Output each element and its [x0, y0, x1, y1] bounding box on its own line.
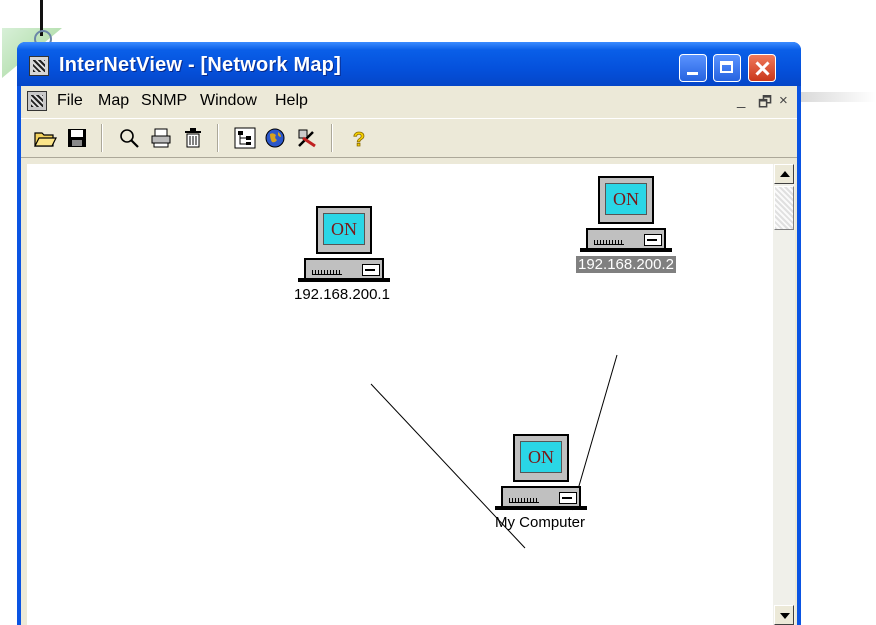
scroll-down-button[interactable]: [774, 605, 794, 625]
print-icon[interactable]: [149, 126, 173, 150]
svg-text:?: ?: [353, 129, 365, 150]
vertical-scrollbar[interactable]: [773, 164, 795, 625]
network-node[interactable]: ON My Computer: [495, 434, 595, 544]
node-status: ON: [323, 213, 365, 245]
menu-file[interactable]: File: [57, 92, 83, 109]
doc-close-button[interactable]: ×: [779, 92, 788, 109]
node-status: ON: [520, 441, 562, 473]
computer-case-icon: [586, 228, 666, 250]
search-icon[interactable]: [117, 126, 141, 150]
computer-case-icon: [501, 486, 581, 508]
node-status: ON: [605, 183, 647, 215]
menu-bar: File Map SNMP Window Help _ 🗗 ×: [21, 86, 797, 116]
network-node[interactable]: ON 192.168.200.2: [576, 176, 680, 286]
menu-help[interactable]: Help: [275, 92, 308, 109]
monitor-icon: ON: [513, 434, 569, 482]
save-icon[interactable]: [65, 126, 89, 150]
client-area: File Map SNMP Window Help _ 🗗 ×: [21, 86, 797, 625]
maximize-button[interactable]: [713, 54, 741, 82]
network-link: [571, 354, 618, 511]
map-tree-icon[interactable]: [233, 126, 257, 150]
open-folder-icon[interactable]: [33, 126, 57, 150]
window-title: InterNetView - [Network Map]: [59, 54, 341, 76]
connection-lines: [370, 354, 618, 549]
monitor-icon: ON: [316, 206, 372, 254]
app-icon[interactable]: [29, 56, 49, 76]
node-label: 192.168.200.1: [294, 286, 390, 303]
globe-icon[interactable]: [263, 126, 287, 150]
scroll-up-button[interactable]: [774, 164, 794, 184]
delete-icon[interactable]: [181, 126, 205, 150]
network-link: [370, 383, 526, 549]
monitor-icon: ON: [598, 176, 654, 224]
menu-snmp[interactable]: SNMP: [141, 92, 188, 109]
background-stripe: [800, 92, 876, 102]
toolbar-separator: [217, 124, 219, 152]
node-label: My Computer: [495, 514, 586, 531]
pin-line: [40, 0, 43, 36]
scroll-thumb[interactable]: [774, 186, 794, 230]
doc-minimize-button[interactable]: _: [737, 92, 746, 109]
minimize-button[interactable]: [679, 54, 707, 82]
network-node[interactable]: ON 192.168.200.1: [294, 206, 398, 316]
menu-window[interactable]: Window: [200, 92, 257, 109]
network-map-canvas[interactable]: ON 192.168.200.1 ON 192.168.200.2: [27, 164, 795, 625]
help-icon[interactable]: ?: [347, 126, 371, 152]
toolbar-separator: [331, 124, 333, 152]
tools-icon[interactable]: [295, 126, 319, 150]
toolbar-separator: [101, 124, 103, 152]
close-button[interactable]: [748, 54, 776, 82]
title-bar[interactable]: InterNetView - [Network Map]: [17, 42, 801, 86]
menu-map[interactable]: Map: [98, 92, 130, 109]
toolbar: ?: [21, 118, 797, 158]
app-window: InterNetView - [Network Map] File Map SN…: [17, 42, 801, 625]
computer-case-icon: [304, 258, 384, 280]
node-label-selected: 192.168.200.2: [576, 256, 676, 273]
doc-restore-button[interactable]: 🗗: [758, 94, 773, 111]
document-menu-icon[interactable]: [27, 91, 47, 111]
